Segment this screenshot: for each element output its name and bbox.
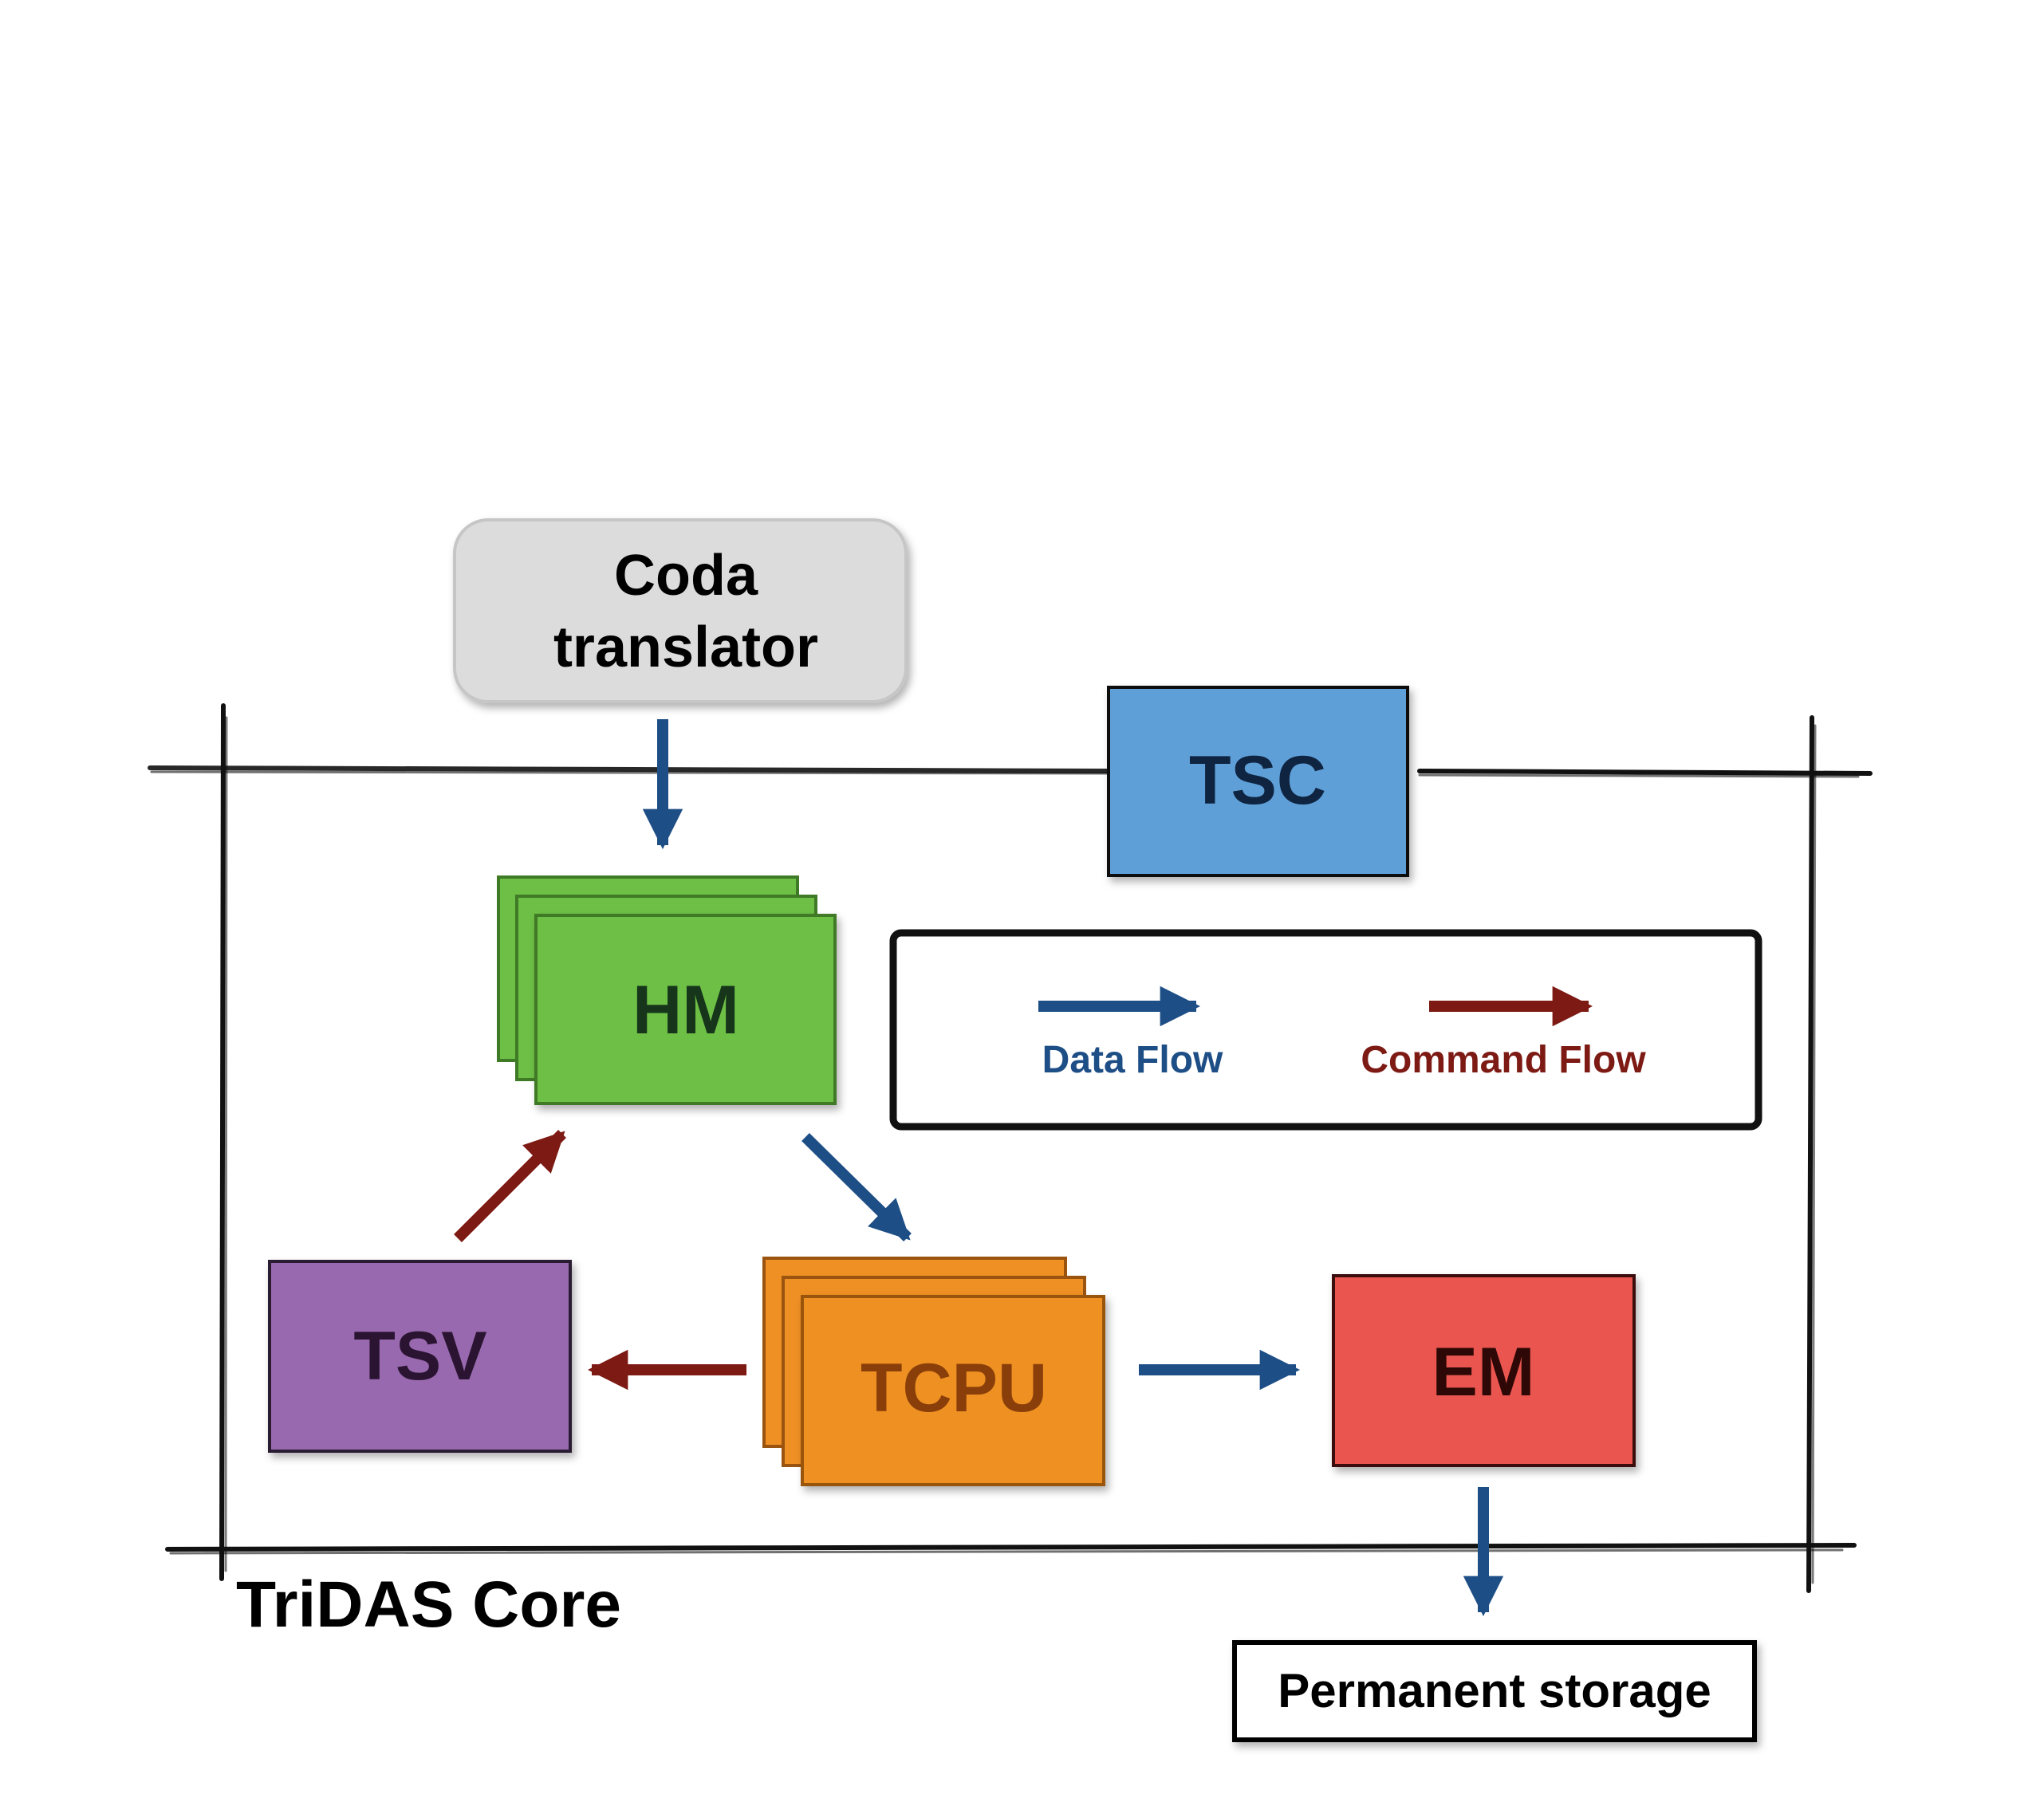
core-frame xyxy=(148,703,1873,1593)
flow-arrows xyxy=(454,719,1504,1617)
coda-label-line2: translator xyxy=(553,616,818,679)
hm-to-tcpu-arrow xyxy=(801,1133,912,1241)
em-label: EM xyxy=(1432,1334,1535,1410)
tcpu-stack: TCPU xyxy=(762,1257,1105,1486)
tsc-label: TSC xyxy=(1189,742,1326,819)
tsc-box: TSC xyxy=(1107,686,1409,877)
coda-label-line1: Coda xyxy=(614,544,758,608)
permanent-storage-box: Permanent storage xyxy=(1232,1640,1757,1742)
storage-label: Permanent storage xyxy=(1278,1664,1711,1717)
em-box: EM xyxy=(1332,1274,1636,1467)
tsv-to-hm-arrow xyxy=(454,1130,566,1242)
legend: Data Flow Command Flow xyxy=(889,929,1762,1131)
legend-data-flow-label: Data Flow xyxy=(1042,1039,1223,1081)
hm-label: HM xyxy=(632,972,739,1049)
tcpu-label: TCPU xyxy=(861,1350,1047,1426)
core-label: TriDAS Core xyxy=(236,1568,621,1641)
coda-translator-box: Coda translator xyxy=(453,518,908,703)
tsv-box: TSV xyxy=(268,1260,572,1453)
legend-command-flow-label: Command Flow xyxy=(1361,1039,1646,1081)
tsv-label: TSV xyxy=(353,1318,486,1395)
hm-stack: HM xyxy=(497,875,837,1105)
